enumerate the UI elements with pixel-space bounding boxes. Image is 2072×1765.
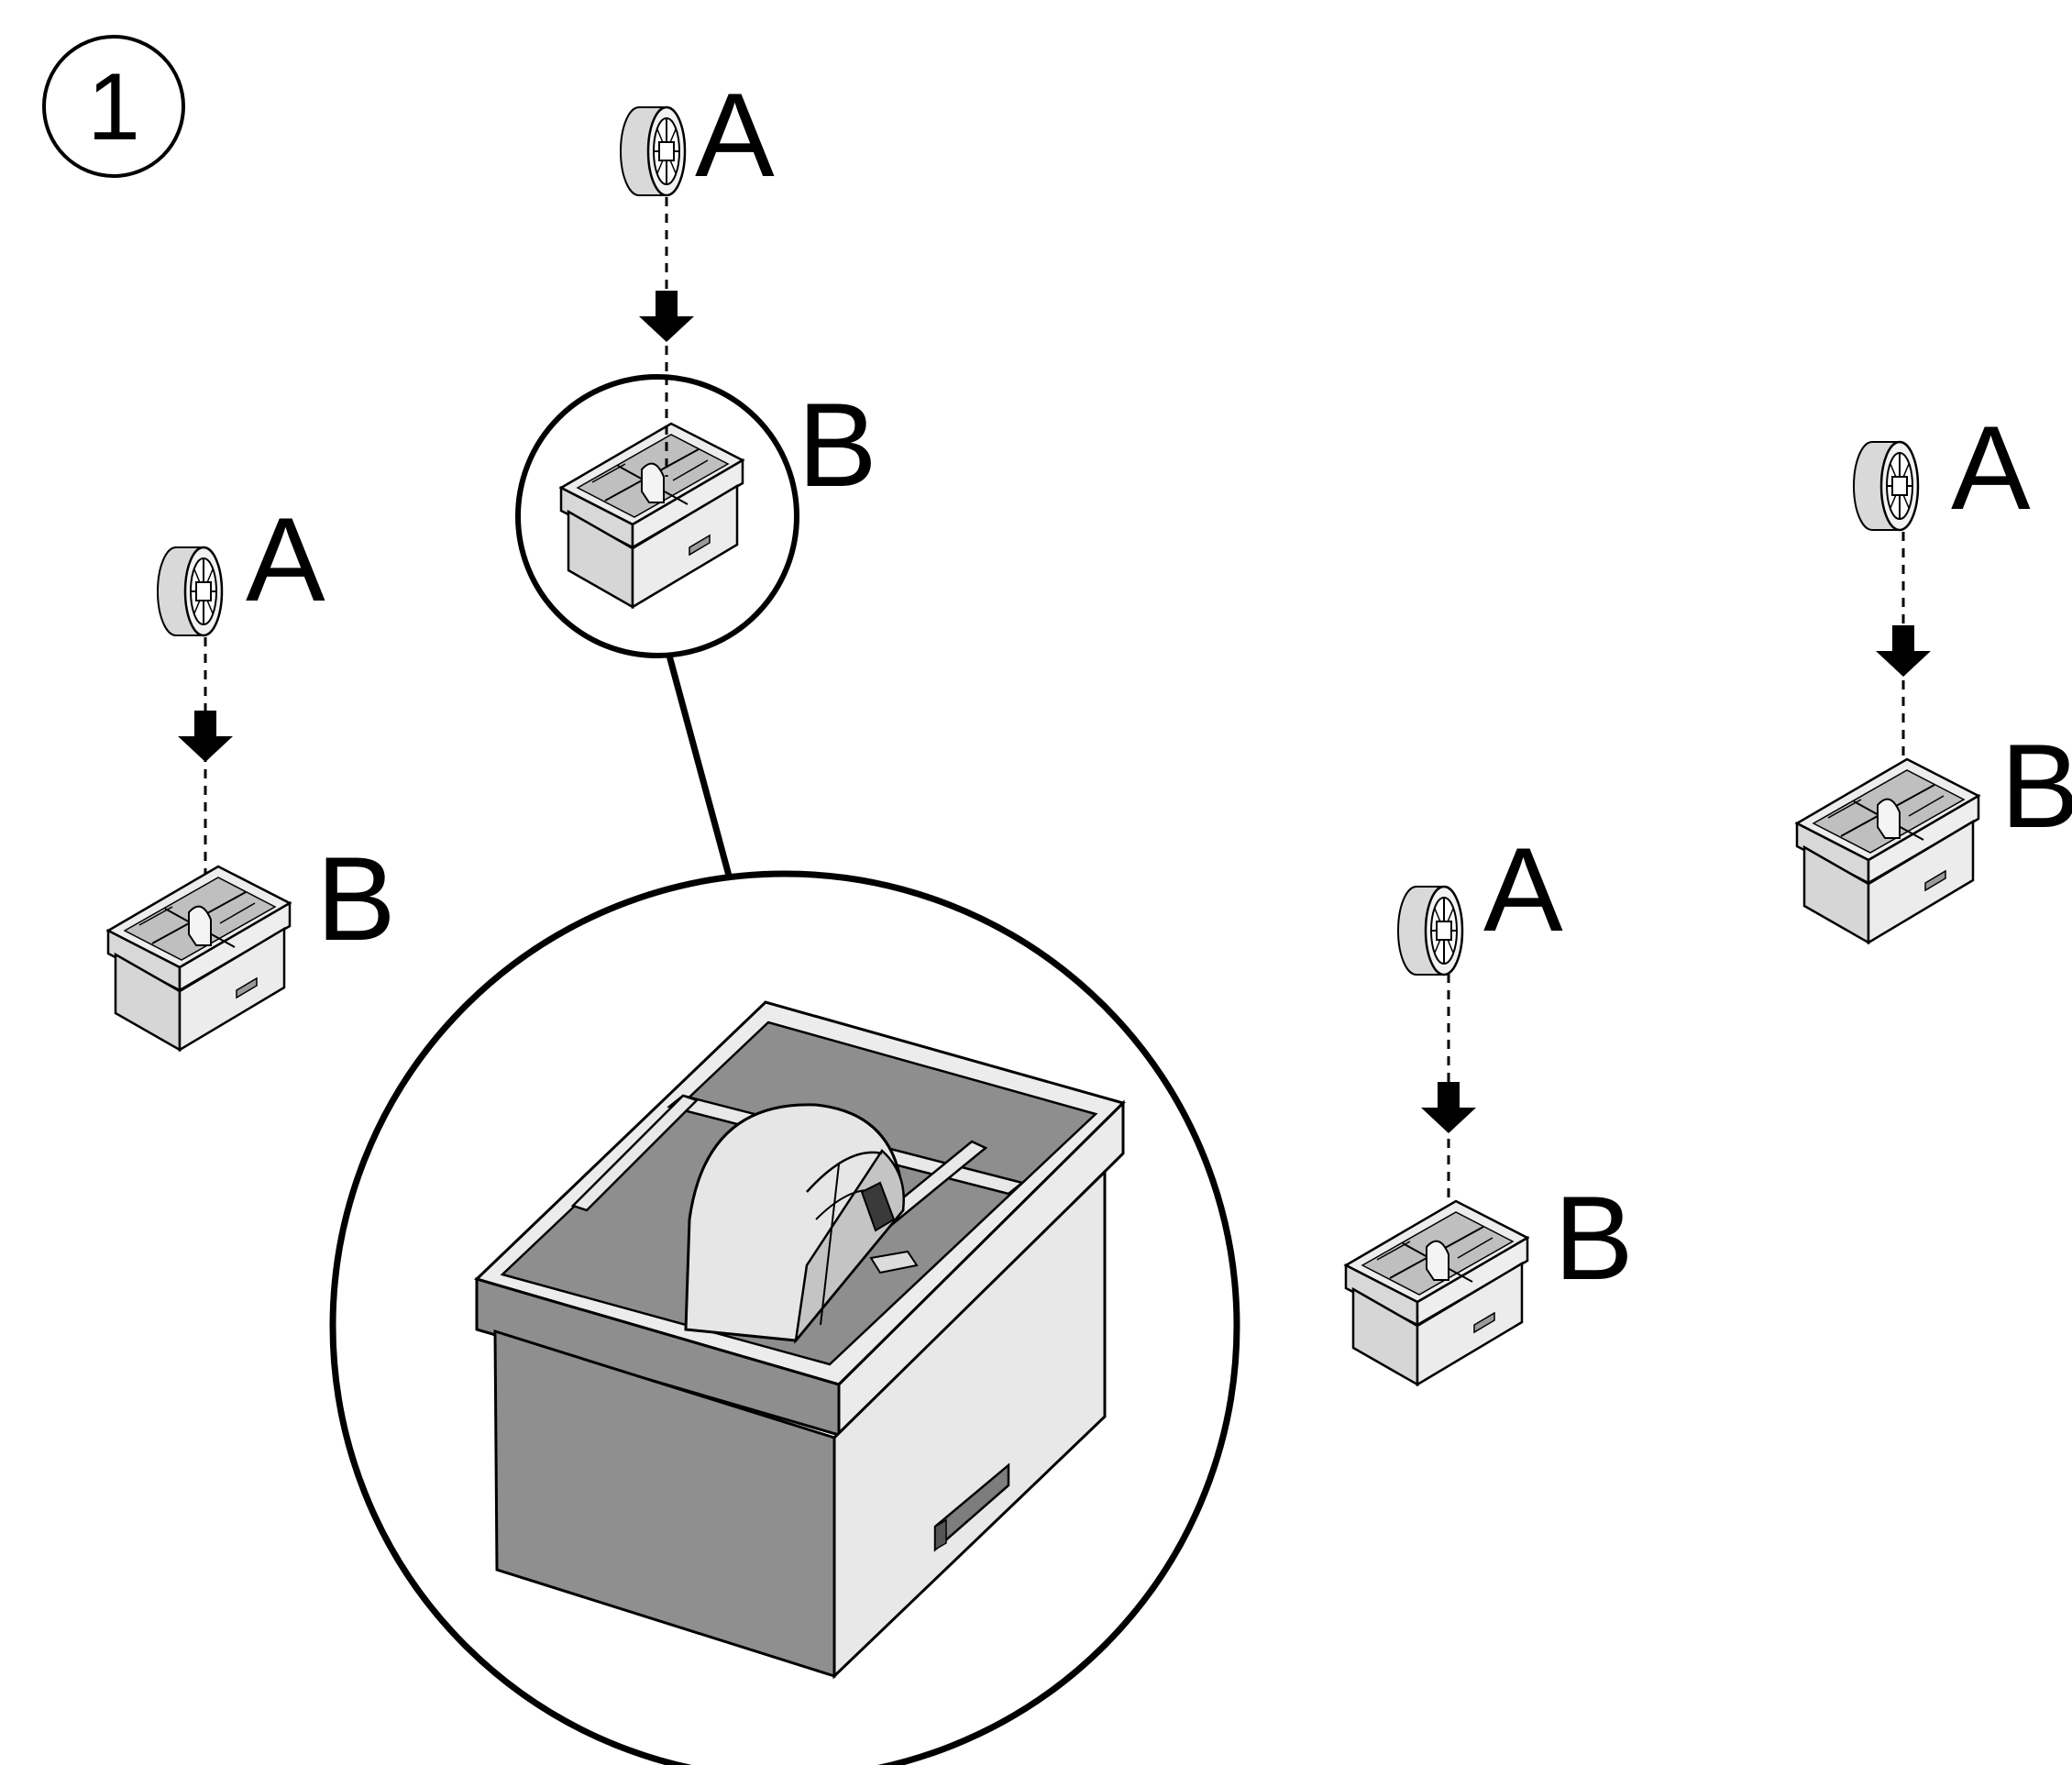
wheel-housing-icon [1344, 1199, 1529, 1386]
caster-wheel-icon [156, 546, 224, 637]
caster-wheel-icon [1396, 885, 1464, 976]
part-a-label: A [246, 492, 325, 626]
wheel-housing-icon [1795, 757, 1980, 944]
part-a-label: A [1483, 822, 1563, 956]
down-arrow-icon [639, 291, 694, 342]
part-a-label: A [695, 68, 775, 202]
step-number: 1 [87, 54, 140, 160]
wheel-housing-icon [106, 865, 292, 1052]
assembly-top-center: A B [515, 68, 877, 658]
caster-wheel-icon [1852, 440, 1920, 532]
down-arrow-icon [1876, 625, 1931, 677]
assembly-left: A B [106, 492, 396, 1052]
down-arrow-icon [178, 711, 233, 762]
part-b-label: B [316, 832, 396, 965]
part-b-label: B [2000, 719, 2072, 853]
zoom-callout [329, 870, 1240, 1765]
down-arrow-icon [1421, 1082, 1476, 1133]
part-b-label: B [798, 378, 877, 512]
assembly-far-right: A B [1795, 401, 2072, 944]
wheel-housing-enlarged-icon [474, 1000, 1126, 1680]
step-number-badge: 1 [42, 35, 185, 178]
caster-wheel-icon [619, 105, 687, 197]
assembly-right-middle: A B [1344, 822, 1634, 1386]
part-a-label: A [1951, 401, 2031, 535]
callout-leader-line [666, 655, 733, 877]
part-b-label: B [1554, 1171, 1634, 1305]
